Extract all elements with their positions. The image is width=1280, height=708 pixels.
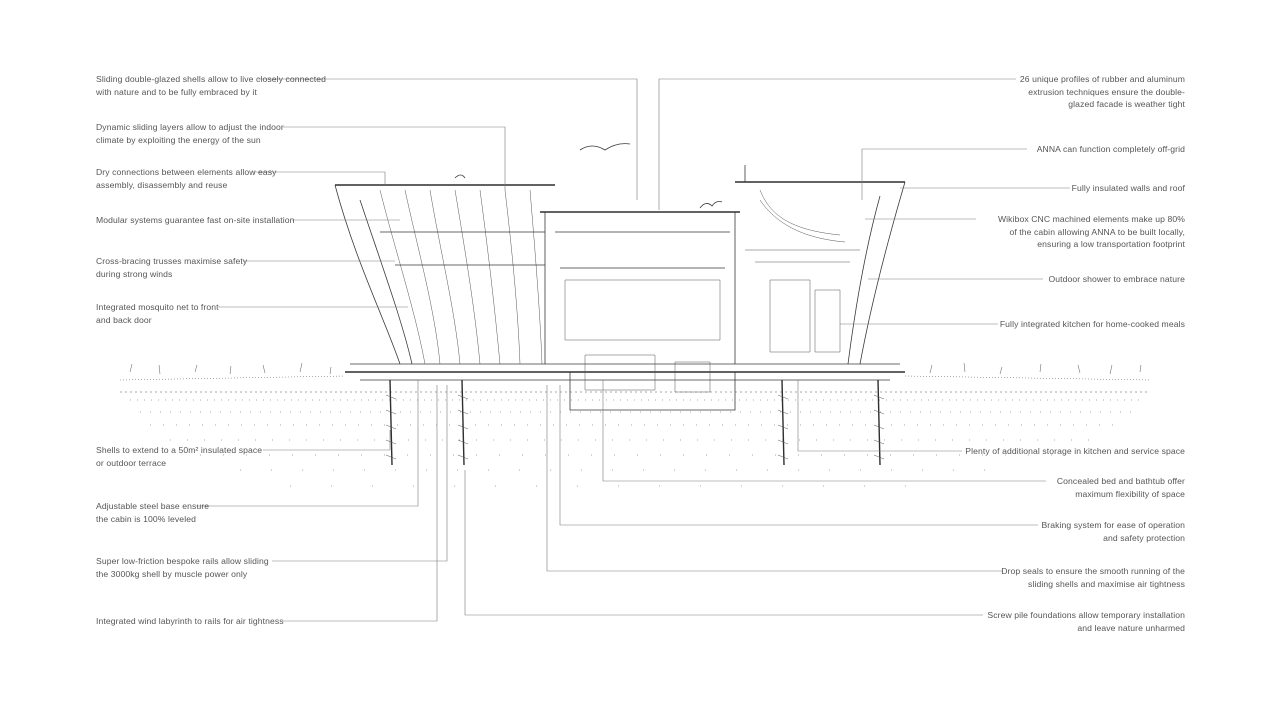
cabin-structure xyxy=(334,143,906,411)
label-wind-labyrinth: Integrated wind labyrinth to rails for a… xyxy=(96,616,284,626)
label-braking-system: Braking system for ease of operation and… xyxy=(1041,520,1185,543)
label-off-grid: ANNA can function completely off-grid xyxy=(1036,144,1185,154)
label-kitchen: Fully integrated kitchen for home-cooked… xyxy=(999,319,1185,329)
label-shells-extend: Shells to extend to a 50m² insulated spa… xyxy=(96,445,263,468)
label-modular-systems: Modular systems guarantee fast on-site i… xyxy=(96,215,295,225)
leader-lines-left xyxy=(196,78,638,622)
label-cross-bracing: Cross-bracing trusses maximise safety du… xyxy=(96,256,248,279)
label-storage: Plenty of additional storage in kitchen … xyxy=(965,446,1185,456)
label-mosquito-net: Integrated mosquito net to front and bac… xyxy=(96,302,219,325)
label-wikibox: Wikibox CNC machined elements make up 80… xyxy=(997,214,1185,249)
label-rubber-aluminum-profiles: 26 unique profiles of rubber and aluminu… xyxy=(1019,74,1185,109)
label-sliding-shells: Sliding double-glazed shells allow to li… xyxy=(96,74,327,97)
label-outdoor-shower: Outdoor shower to embrace nature xyxy=(1048,274,1185,284)
ground-hatching xyxy=(119,362,1151,487)
label-drop-seals: Drop seals to ensure the smooth running … xyxy=(1001,566,1185,589)
label-screw-piles: Screw pile foundations allow temporary i… xyxy=(987,610,1185,633)
label-dry-connections: Dry connections between elements allow e… xyxy=(96,167,277,190)
label-insulated-walls: Fully insulated walls and roof xyxy=(1071,183,1185,193)
label-concealed-bed: Concealed bed and bathtub offer maximum … xyxy=(1056,476,1185,499)
screw-piles xyxy=(385,379,885,466)
label-dynamic-layers: Dynamic sliding layers allow to adjust t… xyxy=(96,122,284,145)
label-steel-base: Adjustable steel base ensure the cabin i… xyxy=(96,501,210,524)
leader-lines-right xyxy=(464,78,1070,616)
label-rails: Super low-friction bespoke rails allow s… xyxy=(96,556,269,579)
